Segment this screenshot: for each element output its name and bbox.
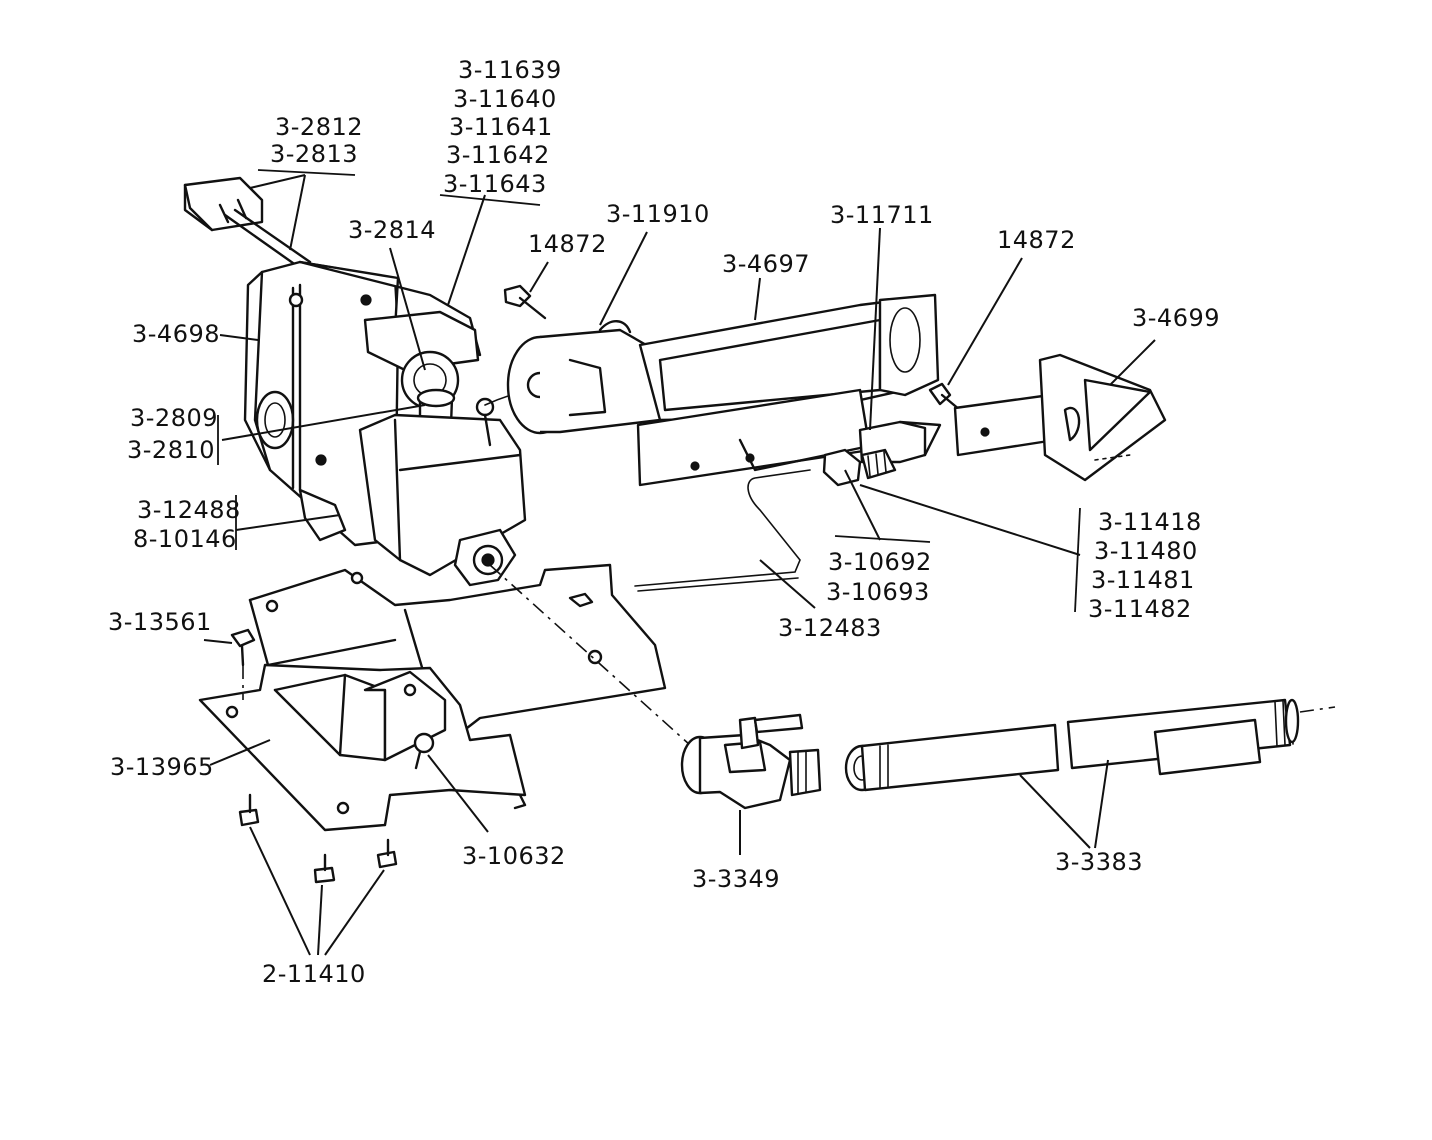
label-3-10632: 3-10632 (462, 842, 566, 870)
label-3-12488: 3-12488 (137, 496, 241, 524)
label-3-3349: 3-3349 (692, 865, 780, 893)
label-3-4698: 3-4698 (132, 320, 220, 348)
gas-pipe (844, 698, 1300, 792)
label-3-2809: 3-2809 (130, 404, 218, 432)
screw-14872-right (928, 382, 962, 412)
label-3-11481: 3-11481 (1091, 566, 1195, 594)
screw-13561 (230, 628, 256, 667)
pilot-fitting (822, 448, 897, 487)
label-3-12483: 3-12483 (778, 614, 882, 642)
label-3-11639: 3-11639 (458, 56, 562, 84)
label-3-4699: 3-4699 (1132, 304, 1220, 332)
label-3-10692: 3-10692 (828, 548, 932, 576)
center-line (489, 564, 691, 746)
label-3-10693: 3-10693 (826, 578, 930, 606)
label-3-11643: 3-11643 (443, 170, 547, 198)
label-8-10146: 8-10146 (133, 525, 237, 553)
label-3-2814: 3-2814 (348, 216, 436, 244)
mounting-plate (198, 563, 667, 832)
shutoff-valve (680, 713, 822, 810)
label-3-11418: 3-11418 (1098, 508, 1202, 536)
label-3-11482: 3-11482 (1088, 595, 1192, 623)
label-3-11640: 3-11640 (453, 85, 557, 113)
label-3-2810: 3-2810 (127, 436, 215, 464)
screw-10632 (413, 732, 435, 770)
bracket-4699 (953, 353, 1167, 482)
label-3-2812: 3-2812 (275, 113, 363, 141)
screws-2-11410 (238, 793, 398, 884)
thermocouple-connector (183, 176, 312, 270)
label-3-11910: 3-11910 (606, 200, 710, 228)
label-3-13965: 3-13965 (110, 753, 214, 781)
label-2-11410: 2-11410 (262, 960, 366, 988)
leader-lines (203, 169, 1156, 956)
label-14872-right: 14872 (997, 226, 1076, 254)
label-3-11711: 3-11711 (830, 201, 934, 229)
label-3-11641: 3-11641 (449, 113, 553, 141)
label-3-13561: 3-13561 (108, 608, 212, 636)
pilot-tube (634, 469, 811, 587)
part-labels: 3-2812 3-2813 3-11639 3-11640 3-11641 3-… (108, 56, 1220, 988)
label-3-2813: 3-2813 (270, 140, 358, 168)
label-14872-left: 14872 (528, 230, 607, 258)
gas-control-valve (243, 260, 527, 587)
label-3-11642: 3-11642 (446, 141, 550, 169)
label-3-3383: 3-3383 (1055, 848, 1143, 876)
label-3-4697: 3-4697 (722, 250, 810, 278)
screw-14872-left (503, 284, 547, 320)
label-3-11480: 3-11480 (1094, 537, 1198, 565)
